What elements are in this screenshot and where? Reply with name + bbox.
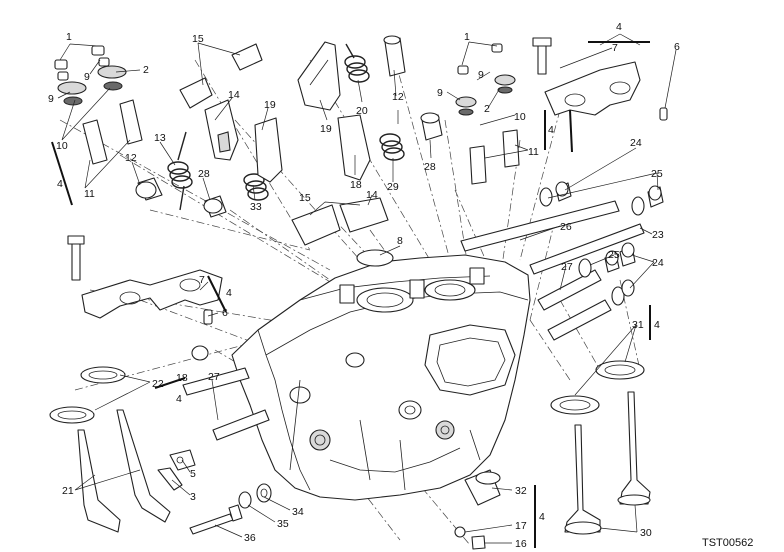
callout-29: 29 <box>387 181 399 193</box>
callout-19-center: 19 <box>320 123 332 135</box>
callout-13: 13 <box>154 132 166 144</box>
callout-11-right: 11 <box>528 146 539 158</box>
drawing-code: TST00562 <box>702 537 753 549</box>
callout-27-right: 27 <box>561 261 573 273</box>
bracket-5 <box>169 449 196 471</box>
callout-31: 31 <box>632 319 644 331</box>
tappets-left <box>135 177 227 218</box>
plugs-right <box>539 181 664 306</box>
return-springs-center <box>344 43 405 161</box>
valves-right <box>564 391 651 535</box>
guides-27 <box>182 345 270 441</box>
callout-26: 26 <box>560 221 572 233</box>
callout-34: 34 <box>292 506 304 518</box>
callout-27-left: 27 <box>208 371 220 383</box>
valve-seats-left <box>49 366 126 424</box>
valve-shims-left <box>82 99 143 165</box>
callout-28-center: 28 <box>424 161 436 173</box>
callout-9-left-a: 9 <box>84 71 90 83</box>
rocker-arms-left <box>179 43 283 183</box>
callout-7-left: 7 <box>199 274 205 286</box>
return-springs-left <box>167 131 269 211</box>
callout-25-top: 25 <box>651 168 663 180</box>
plug-32 <box>464 469 501 506</box>
callout-21: 21 <box>62 485 74 497</box>
callout-22: 22 <box>152 378 164 390</box>
valve-keepers-right <box>455 43 516 116</box>
callout-11-left: 11 <box>84 188 95 200</box>
callout-15-top: 15 <box>192 33 204 45</box>
callout-17: 17 <box>515 520 527 532</box>
callout-9-right-b: 9 <box>437 87 443 99</box>
callout-28-left: 28 <box>198 168 210 180</box>
callout-24-bottom: 24 <box>652 257 664 269</box>
valve-retainers-left <box>57 65 127 106</box>
screw-3 <box>157 467 183 491</box>
callout-15-center: 15 <box>299 192 311 204</box>
callout-4-left-low: 4 <box>176 393 182 405</box>
callout-12-center: 12 <box>392 91 404 103</box>
flange-8 <box>356 249 394 267</box>
callout-14-center: 14 <box>366 189 378 201</box>
screws-16-17 <box>454 526 486 550</box>
bolt-36 <box>189 504 243 535</box>
camshaft-caps-left <box>67 235 223 325</box>
callout-12-left: 12 <box>125 152 137 164</box>
callout-4-left-top: 4 <box>57 178 63 190</box>
callout-10-right: 10 <box>514 111 526 123</box>
callout-5: 5 <box>190 468 196 480</box>
callout-24-top: 24 <box>630 137 642 149</box>
callout-36: 36 <box>244 532 256 544</box>
callout-6-right: 6 <box>674 41 680 53</box>
callout-18-center: 18 <box>350 179 362 191</box>
callout-9-right-a: 9 <box>478 69 484 81</box>
callout-1-left: 1 <box>66 31 72 43</box>
rocker-arms-center <box>291 41 389 246</box>
valves-left <box>77 409 171 533</box>
callout-labels: 1 2 9 9 10 4 11 15 14 19 13 12 28 33 19 … <box>48 21 680 550</box>
callout-6-left: 6 <box>222 307 228 319</box>
callout-35: 35 <box>277 518 289 530</box>
valve-shims-right <box>469 129 520 185</box>
callout-19-left: 19 <box>264 99 276 111</box>
tappets-center <box>383 35 443 141</box>
valve-keepers-left <box>54 45 110 81</box>
callout-3: 3 <box>190 491 196 503</box>
callout-4-right-top: 4 <box>616 21 622 33</box>
callout-4-left-mid: 4 <box>226 287 232 299</box>
callout-33: 33 <box>250 201 262 213</box>
callout-32: 32 <box>515 485 527 497</box>
valve-seats-right <box>550 360 645 415</box>
callout-25-bottom: 25 <box>608 249 620 261</box>
callout-7-right: 7 <box>612 42 618 54</box>
callout-2-right: 2 <box>484 103 490 115</box>
cylinder-head <box>231 254 531 501</box>
callout-16: 16 <box>515 538 527 550</box>
group-brackets <box>51 41 651 548</box>
callout-10-left: 10 <box>56 140 68 152</box>
rocker-shafts <box>460 200 645 341</box>
camshaft-caps-right <box>532 37 668 121</box>
callout-18-left: 18 <box>176 372 188 384</box>
callout-9-left-b: 9 <box>48 93 54 105</box>
washers-34-35 <box>238 483 272 509</box>
callout-20: 20 <box>356 105 368 117</box>
callout-4-right-mid: 4 <box>548 124 554 136</box>
callout-30: 30 <box>640 527 652 539</box>
leader-lines <box>57 33 677 544</box>
callout-8: 8 <box>397 235 403 247</box>
callout-4-bottom: 4 <box>539 511 545 523</box>
callout-4-right-low: 4 <box>654 319 660 331</box>
callout-2-left: 2 <box>143 64 149 76</box>
callout-23: 23 <box>652 229 664 241</box>
callout-1-right: 1 <box>464 31 470 43</box>
callout-14-left: 14 <box>228 89 240 101</box>
